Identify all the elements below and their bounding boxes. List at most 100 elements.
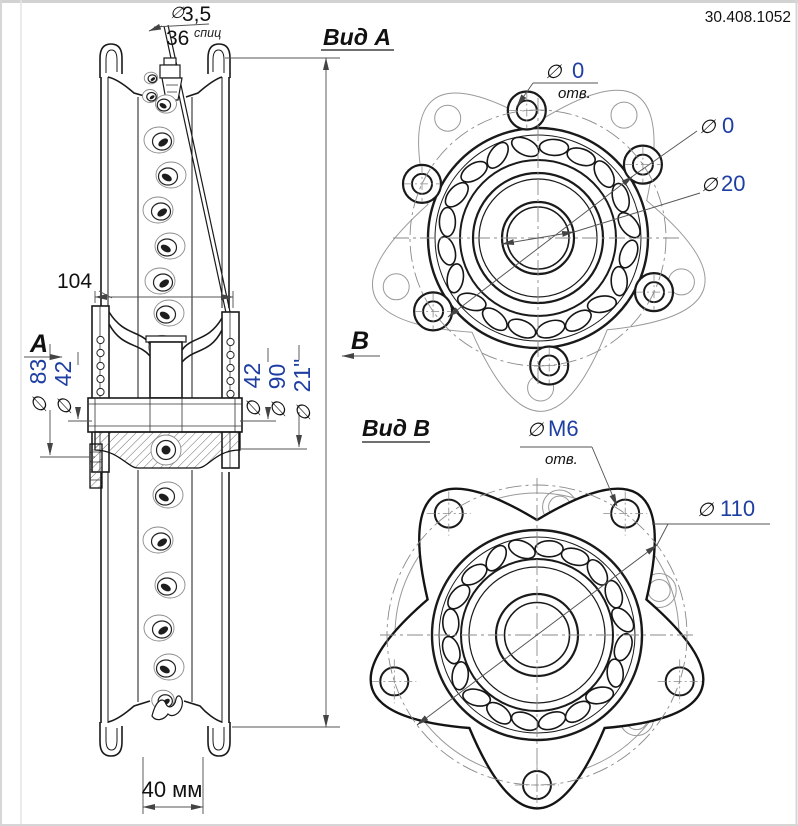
dim-hub-right-value[interactable]: 42 [239,363,265,389]
flange-hole [226,363,235,373]
hub-wave-right [181,317,223,363]
drawing-number: 30.408.1052 [705,9,791,26]
labels: 30.408.1052 Вид A Вид B A B ∅ 3,5 36 спи… [25,3,791,802]
bead-hook-bottom-left-inner [105,727,118,751]
viewa-bore-dia-line [501,231,575,245]
hub-barrel-cap [145,335,187,343]
bolt-hole [382,273,410,301]
nipple-threads [166,84,178,93]
spoke-slot [441,608,460,638]
viewb-thread-note: отв. [545,451,578,468]
flange-hole [96,348,105,358]
dim-rim-width: 40 мм [142,777,203,802]
flange-hole [96,361,105,371]
rim-hole-slot [158,493,169,502]
rim-hole-slot [160,583,171,592]
rim-vent-detail [151,695,183,721]
phi-symbol: ∅ [294,403,315,421]
spoke-slot [486,141,509,169]
section-a-letter: A [29,330,48,358]
spoke-slot [610,265,629,297]
flange-star-outline [372,89,706,412]
dim-spoke-dia-symbol: ∅ [170,5,185,22]
bolt-hole [434,104,462,132]
rim-hole-slot [150,77,156,81]
spoke-dim-shelf [153,23,210,28]
view-b [369,478,705,810]
viewb-thread-value[interactable]: M6 [548,416,579,441]
viewa-hole-note: отв. [558,85,591,102]
axle-stub-ticks [90,451,102,481]
flange-hole [226,389,235,399]
hub-section [87,305,243,489]
bead-hook-top-right-inner [212,49,225,73]
hidden-star-flange [372,89,706,412]
nipple-nut [159,64,181,79]
rim-hole-slot [161,173,172,182]
rim-hole-slot [158,626,169,635]
dim-flange-left-value[interactable]: 83 [25,359,51,385]
rim-hole-slot [149,95,155,100]
view-a [372,89,706,412]
rim-hole-slot [157,538,168,547]
spoke-dim-leader [148,23,163,32]
viewb-bolt-symbol: ∅ [697,500,715,521]
bead-hook-top-right [207,43,231,78]
flange-hole [226,376,235,386]
viewa-hole-symbol: ∅ [545,62,563,83]
phi-symbol: ∅ [269,400,290,418]
side-view [87,24,243,757]
axle-stub-hatched [89,443,103,489]
viewa-bore-value[interactable]: 20 [721,171,745,196]
rim-hole-slot [158,138,169,147]
rim-spoke-holes [142,71,187,711]
viewb-bolt-dia-ext [652,523,770,546]
rim-trough-top [107,76,223,98]
rim-hole-slot [159,279,170,288]
spoke-slot [566,147,597,167]
bolt-hole [647,579,671,602]
flange-right-holes [226,337,235,412]
flange-hole [226,337,235,347]
spoke-slot [534,539,564,558]
bolt-circle-a [409,109,667,367]
viewa-outer-dia-ext [632,130,698,177]
view-a-title: Вид A [323,24,391,50]
dim-hub-left-value[interactable]: 42 [50,361,76,387]
hub-spoke-hole-center [161,445,171,455]
rim-hole-slot [159,311,170,320]
rim-hole-slot [160,244,171,253]
dim-hub-width: 104 [57,270,92,293]
viewa-outer-value[interactable]: 0 [722,113,734,138]
view-b-title: Вид B [362,415,430,441]
section-b-letter: B [351,327,369,355]
axle-tube-lines [88,398,242,432]
flange-hole [226,350,235,360]
star-bolt-holes [372,491,702,807]
viewa-bore-dia-ext [573,192,701,233]
viewb-thread-symbol: ∅ [527,420,545,441]
axle-tube [87,397,243,433]
dim-rim-dia-value[interactable]: 21" [289,359,315,393]
bolt-hole [610,101,638,129]
rim-trough-bottom [107,700,223,723]
hub-barrel [149,341,183,399]
viewb-bolt-dia-line [416,544,658,726]
dim-brake-flange-value[interactable]: 90 [264,364,290,390]
mount-ears [401,90,675,386]
rim-channel-lines [137,97,193,702]
bead-hook-bottom-right [207,722,231,757]
viewb-bolt-value[interactable]: 110 [720,496,755,521]
viewa-hole-value[interactable]: 0 [572,58,584,83]
rim-inner-walls [107,77,223,723]
dim-hub-left: ∅ 42 [50,361,76,416]
dimensions [24,23,770,814]
viewa-outer-symbol: ∅ [699,117,717,138]
hub-wave-left [108,311,151,357]
dim-flange-left: ∅ 83 [25,359,51,414]
dim-spoke-count: 36 [166,27,189,50]
spoke-nipple [159,57,183,101]
rim-hole-slot [159,103,167,109]
